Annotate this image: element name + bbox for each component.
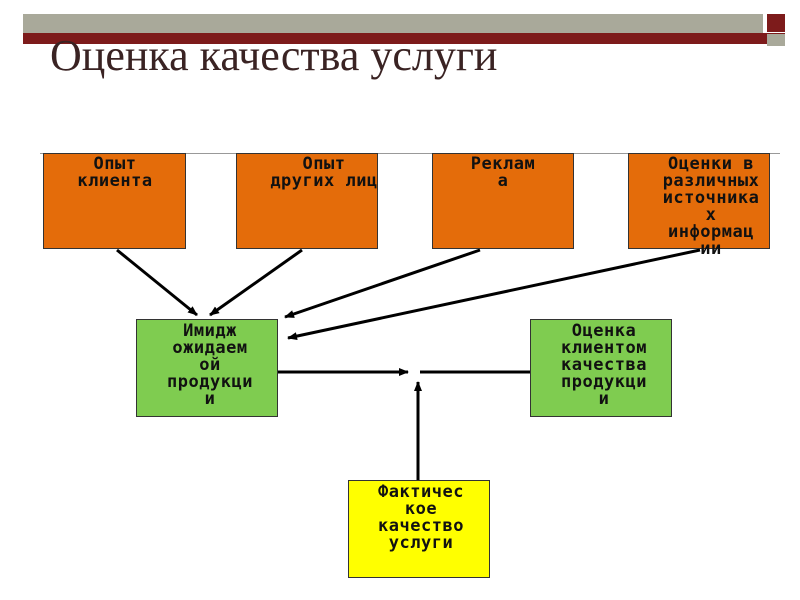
node-others-experience-label: Опыт других лиц: [270, 154, 378, 191]
top-divider-line: [40, 153, 780, 154]
node-advertising-label: Реклам а: [470, 154, 536, 191]
arrow-others-to-image: [209, 248, 303, 317]
node-info-sources-label: Оценки в различных источника х информац …: [662, 154, 760, 259]
header-bar-gray: [23, 14, 763, 33]
slide-title: Оценка качества услуги: [50, 31, 498, 80]
node-expected-image: [136, 319, 278, 417]
node-advertising: [432, 153, 574, 249]
node-client-assessment-label: Оценка клиентом качества продукци и: [561, 321, 647, 409]
node-others-experience: [236, 153, 378, 249]
node-client-experience: [43, 153, 186, 249]
arrow-sources-to-image: [287, 248, 701, 341]
header-bar-red: [23, 33, 785, 44]
header-square-red: [767, 14, 785, 32]
node-info-sources: [628, 153, 770, 249]
node-client-experience-label: Опыт клиента: [77, 154, 153, 191]
node-client-assessment: [530, 319, 672, 417]
arrow-client-to-image: [116, 248, 198, 317]
arrow-advertising-to-image: [284, 248, 481, 319]
node-expected-image-label: Имидж ожидаем ой продукци и: [167, 321, 253, 409]
node-actual-quality-label: Фактичес кое качество услуги: [378, 482, 464, 553]
node-actual-quality: [348, 480, 490, 578]
header-square-gray: [767, 34, 785, 46]
